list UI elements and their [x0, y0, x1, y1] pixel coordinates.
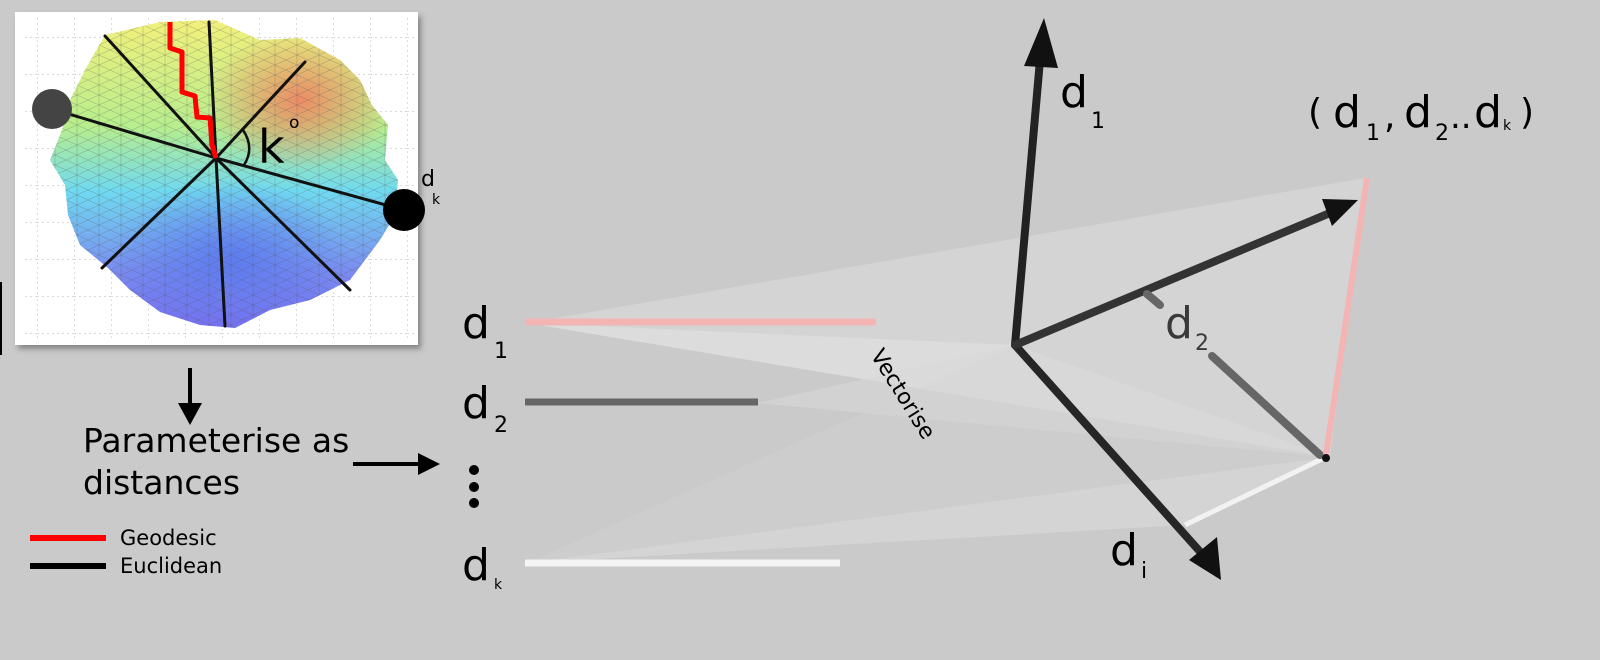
- axis-d1-label: d: [1060, 67, 1088, 118]
- svg-text:d: d: [1333, 87, 1361, 138]
- svg-text:2: 2: [1435, 121, 1449, 146]
- distance-label-d1-subscript: 1: [494, 339, 508, 364]
- start-point-marker: [32, 89, 72, 129]
- geodesic-path: [167, 22, 219, 159]
- projection-fans: [527, 178, 1365, 563]
- axis-di-arrowhead: [1189, 537, 1221, 580]
- angle-degree-mark: o: [289, 113, 299, 133]
- distance-ellipsis: [469, 465, 479, 508]
- projection-line-d2-lower: [1208, 352, 1324, 459]
- distance-label-dk-subscript: k: [494, 577, 503, 593]
- legend-swatch-geodesic: [30, 535, 106, 541]
- legend-label-geodesic: Geodesic: [120, 526, 217, 550]
- distance-label-dk: d: [462, 540, 490, 591]
- axis-di-label: d: [1110, 525, 1138, 576]
- axis-di: [1011, 341, 1207, 559]
- vector-space: d 1 d 2 d i ( d 1 , d 2 .. d k ): [1011, 18, 1534, 584]
- svg-text:k: k: [1503, 118, 1512, 134]
- axis-d2-arrowhead: [1322, 199, 1358, 226]
- euclidean-rays: [50, 20, 406, 328]
- projection-line-d1: [1323, 177, 1370, 456]
- distance-label-d2: d: [462, 378, 490, 429]
- legend-item-geodesic: Geodesic: [30, 526, 217, 550]
- svg-text:,: ,: [1384, 96, 1395, 137]
- end-point-marker: [383, 189, 425, 231]
- axis-d1-arrowhead: [1024, 18, 1058, 68]
- axis-d2: [1011, 209, 1334, 349]
- right-arrow: [353, 453, 440, 475]
- legend-item-euclidean: Euclidean: [30, 554, 222, 578]
- svg-text:d: d: [1474, 87, 1502, 138]
- axis-d1-label-subscript: 1: [1091, 109, 1105, 134]
- svg-text:..: ..: [1450, 97, 1472, 137]
- legend-label-euclidean: Euclidean: [120, 554, 223, 578]
- endpoint-label-subscript: k: [432, 192, 441, 208]
- legend-swatch-euclidean: [30, 563, 106, 569]
- vector-point: [1322, 454, 1330, 462]
- projection-line-d2-upper: [1143, 290, 1164, 309]
- axis-d1: [1011, 56, 1044, 349]
- distance-list: d 1 d 2 d k: [462, 298, 876, 593]
- angle-arc: [241, 129, 251, 166]
- distance-label-d1: d: [462, 298, 490, 349]
- axis-di-label-subscript: i: [1141, 559, 1147, 584]
- projection-line-di: [1183, 456, 1324, 528]
- axis-d2-label-subscript: 2: [1195, 331, 1209, 356]
- svg-text:(: (: [1308, 92, 1322, 133]
- mesh-inset-panel: k o d k: [15, 12, 441, 345]
- axis-d2-label: d: [1165, 298, 1193, 349]
- down-arrow: [178, 368, 202, 425]
- angle-label: k: [258, 120, 285, 174]
- svg-text:): ): [1520, 92, 1534, 133]
- distance-label-d2-subscript: 2: [494, 413, 508, 438]
- svg-text:d: d: [1404, 87, 1432, 138]
- parameterise-label: Parameterise as distances: [83, 421, 350, 502]
- endpoint-label: d: [421, 167, 435, 192]
- svg-text:1: 1: [1366, 121, 1380, 146]
- vector-tuple-label: ( d 1 , d 2 .. d k ): [1308, 87, 1534, 146]
